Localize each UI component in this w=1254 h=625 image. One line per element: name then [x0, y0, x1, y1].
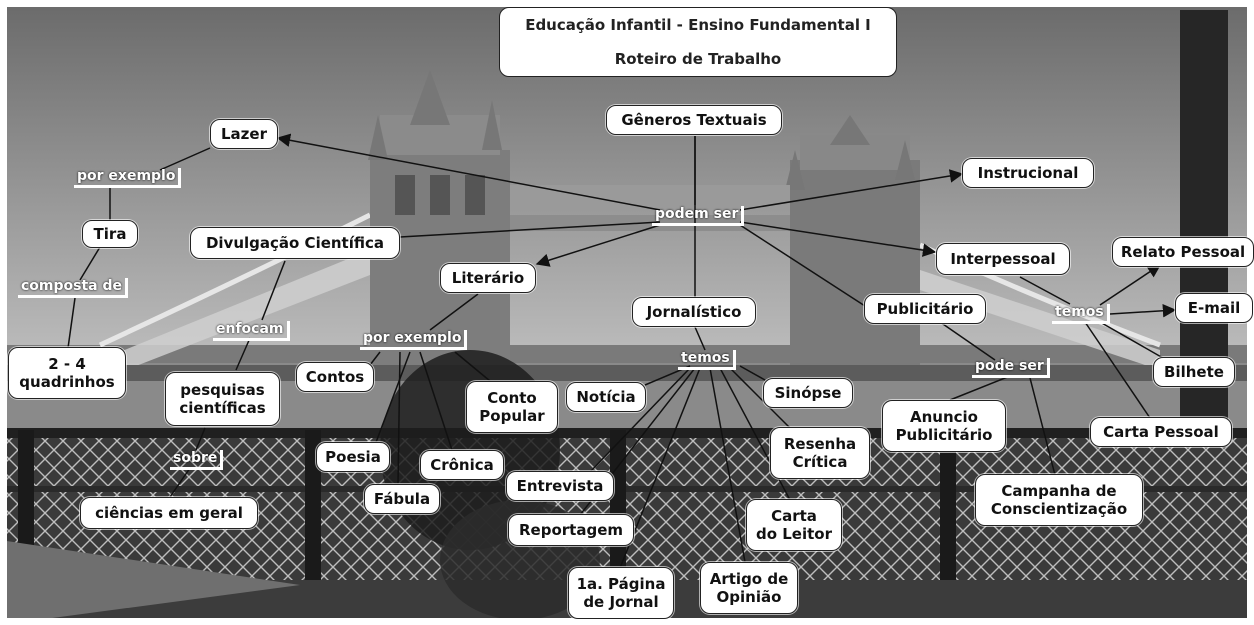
- concept-e-mail[interactable]: E-mail: [1175, 293, 1253, 323]
- concept-lazer[interactable]: Lazer: [210, 119, 278, 149]
- link-label-temos-interpessoal: temos: [1052, 304, 1110, 324]
- concept-reportagem[interactable]: Reportagem: [508, 514, 634, 546]
- concept-instrucional[interactable]: Instrucional: [962, 158, 1094, 188]
- link-label-enfocam: enfocam: [213, 321, 290, 341]
- link-label-pode-ser: pode ser: [972, 358, 1050, 378]
- concept-ciencias-em-geral[interactable]: ciências em geral: [80, 497, 258, 529]
- concept-contos[interactable]: Contos: [296, 362, 374, 392]
- concept-carta-pessoal[interactable]: Carta Pessoal: [1090, 417, 1232, 447]
- concept-bilhete[interactable]: Bilhete: [1153, 357, 1235, 387]
- concept-entrevista[interactable]: Entrevista: [506, 471, 614, 501]
- concept-generos-textuais[interactable]: Gêneros Textuais: [606, 105, 782, 135]
- concept-jornalistico[interactable]: Jornalístico: [632, 297, 756, 327]
- concept-publicitario[interactable]: Publicitário: [864, 294, 986, 324]
- link-label-por-exemplo-lazer: por exemplo: [74, 168, 182, 188]
- concept-tira[interactable]: Tira: [82, 220, 138, 248]
- concept-noticia[interactable]: Notícia: [566, 382, 646, 412]
- concept-poesia[interactable]: Poesia: [316, 442, 390, 472]
- map-title-box: Educação Infantil - Ensino Fundamental I…: [499, 7, 897, 77]
- link-label-composta-de: composta de: [18, 278, 129, 298]
- concept-primeira-pagina-de-jornal[interactable]: 1a. Página de Jornal: [568, 567, 674, 619]
- title-line-1: Educação Infantil - Ensino Fundamental I: [525, 16, 871, 34]
- concept-divulgacao-cientifica[interactable]: Divulgação Científica: [190, 227, 400, 259]
- concept-campanha-de-conscientizacao[interactable]: Campanha de Conscientização: [975, 474, 1143, 526]
- concept-relato-pessoal[interactable]: Relato Pessoal: [1112, 237, 1254, 267]
- link-label-por-exemplo-literario: por exemplo: [360, 330, 468, 350]
- concept-literario[interactable]: Literário: [440, 263, 536, 293]
- concept-cronica[interactable]: Crônica: [420, 450, 504, 480]
- concept-conto-popular[interactable]: Conto Popular: [466, 381, 558, 433]
- concept-sinopse[interactable]: Sinópse: [763, 378, 853, 408]
- link-label-sobre: sobre: [170, 450, 224, 470]
- concept-pesquisas-cientificas[interactable]: pesquisas científicas: [165, 372, 280, 426]
- title-line-2: Roteiro de Trabalho: [614, 50, 782, 68]
- concept-carta-do-leitor[interactable]: Carta do Leitor: [746, 499, 842, 551]
- concept-fabula[interactable]: Fábula: [364, 484, 440, 514]
- concept-anuncio-publicitario[interactable]: Anuncio Publicitário: [882, 400, 1006, 452]
- concept-interpessoal[interactable]: Interpessoal: [936, 243, 1070, 275]
- link-label-podem-ser: podem ser: [652, 206, 745, 226]
- concept-resenha-critica[interactable]: Resenha Crítica: [770, 427, 870, 479]
- concept-artigo-de-opiniao[interactable]: Artigo de Opinião: [700, 562, 798, 614]
- concept-quadrinhos[interactable]: 2 - 4 quadrinhos: [8, 347, 126, 399]
- link-label-temos-jornalistico: temos: [678, 350, 736, 370]
